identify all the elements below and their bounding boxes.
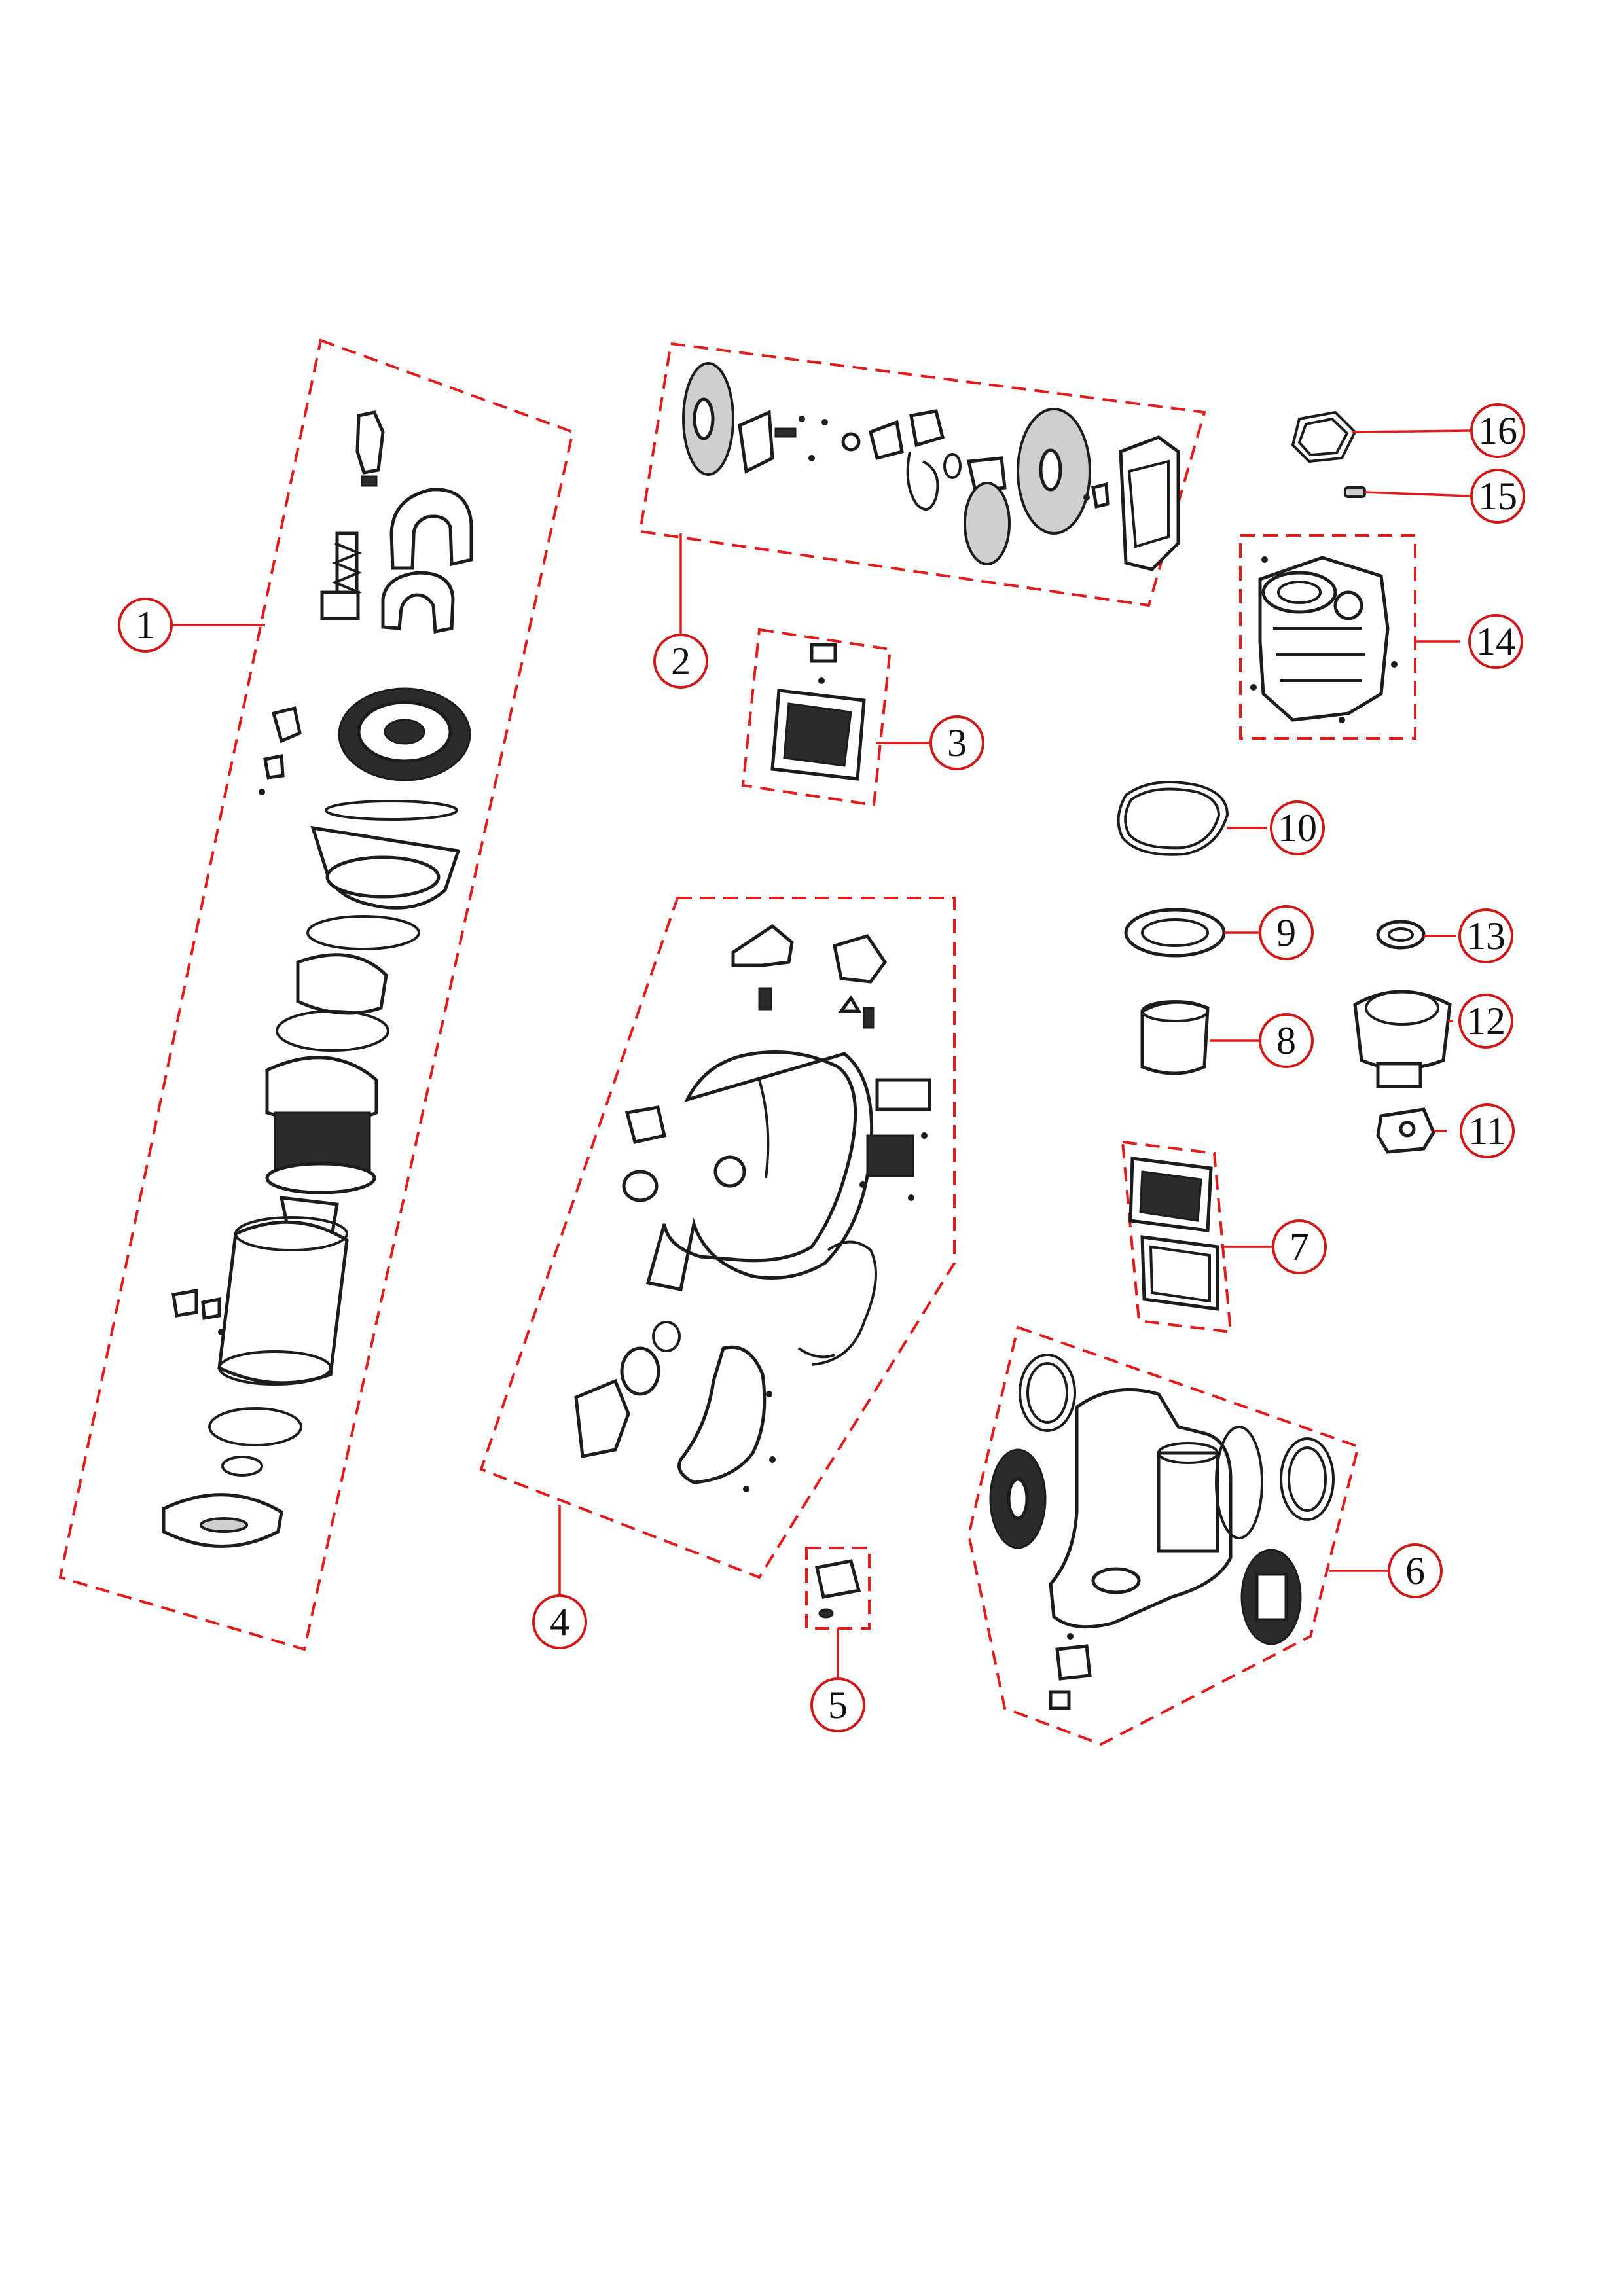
cord-reel-parts xyxy=(682,362,1180,571)
part-reel-spring-plate xyxy=(964,482,1011,565)
part-window-pad xyxy=(875,1078,931,1111)
callout-5: 5 xyxy=(810,1677,865,1732)
part-reel-gear xyxy=(841,432,861,452)
part-swivel-caster xyxy=(1055,1644,1092,1681)
callout-label: 2 xyxy=(671,639,691,683)
part-clip-small xyxy=(271,706,302,744)
callout-label: 15 xyxy=(1478,475,1517,518)
group-outline-3 xyxy=(741,628,892,807)
part-base-fan xyxy=(1091,1567,1141,1594)
callout-10: 10 xyxy=(1270,800,1325,855)
callout-7: 7 xyxy=(1272,1219,1327,1274)
callout-label: 4 xyxy=(550,1600,569,1643)
callout-3: 3 xyxy=(929,715,984,770)
part-wheel-ring xyxy=(620,1346,660,1396)
part-front-pad xyxy=(574,1378,630,1458)
part-switch-cover-left xyxy=(731,924,794,967)
callout-label: 11 xyxy=(1468,1109,1506,1153)
part-cable-loop xyxy=(811,1240,877,1366)
base-parts xyxy=(989,1354,1335,1710)
part-motor-sleeve-8 xyxy=(1140,1000,1210,1075)
callout-label: 14 xyxy=(1476,620,1515,663)
callout-label: 12 xyxy=(1466,999,1506,1043)
part-gasket-ring-mid xyxy=(276,1010,389,1052)
exhaust-filter-parts xyxy=(1128,1157,1219,1311)
group-outline-1 xyxy=(58,338,575,1651)
part-small-ring xyxy=(221,1456,263,1477)
part-reel-box xyxy=(909,409,945,448)
part-dust-bin xyxy=(217,1220,349,1385)
callout-label: 3 xyxy=(947,721,967,764)
callout-label: 7 xyxy=(1290,1225,1309,1268)
callout-8: 8 xyxy=(1259,1013,1314,1068)
callout-label: 8 xyxy=(1276,1019,1296,1062)
callout-label: 13 xyxy=(1466,914,1506,958)
part-top-body-shell xyxy=(645,1050,874,1291)
part-handle-cover-lower xyxy=(381,571,455,634)
part-gasket-ring-upper xyxy=(325,800,458,821)
callout-15: 15 xyxy=(1470,469,1525,524)
group-outline-5 xyxy=(805,1547,871,1630)
callout-13: 13 xyxy=(1458,908,1513,963)
part-side-panel xyxy=(1215,1426,1263,1539)
part-pin-15 xyxy=(1344,486,1366,498)
part-small-pad xyxy=(815,1559,861,1599)
callout-label: 10 xyxy=(1278,806,1317,850)
part-motor-chamber xyxy=(1157,1451,1219,1553)
callout-12: 12 xyxy=(1458,994,1513,1049)
motor-housing-parts xyxy=(1250,556,1398,723)
part-mesh-filter xyxy=(296,953,388,1015)
part-base-chassis xyxy=(1049,1388,1233,1629)
callout-11: 11 xyxy=(1460,1103,1515,1158)
callout-label: 9 xyxy=(1276,911,1296,954)
top-body-parts xyxy=(574,924,931,1492)
callout-label: 16 xyxy=(1478,409,1517,452)
callout-2: 2 xyxy=(653,634,708,689)
grille-parts xyxy=(770,643,866,781)
part-pedal-left xyxy=(624,1105,667,1144)
part-gasket-ring-lower xyxy=(208,1407,302,1446)
part-handle-cover-upper xyxy=(389,488,473,570)
leader-15 xyxy=(1364,491,1470,497)
part-front-bumper xyxy=(677,1345,767,1484)
part-seal-13 xyxy=(1376,920,1426,950)
group-outline-7 xyxy=(1121,1140,1233,1334)
callout-1: 1 xyxy=(118,598,173,653)
group-outline-4 xyxy=(479,897,956,1579)
part-pcb xyxy=(866,1134,914,1177)
part-wheel-ring-right xyxy=(1280,1437,1335,1521)
part-reel-bracket xyxy=(738,410,774,474)
group-outline-14 xyxy=(1239,534,1416,740)
part-ring-9 xyxy=(1124,908,1226,958)
part-gasket-16 xyxy=(1291,410,1357,463)
part-handle-button xyxy=(355,410,385,475)
part-ring-seal xyxy=(622,1170,659,1202)
leader-16 xyxy=(1351,429,1470,433)
callout-16: 16 xyxy=(1470,403,1525,458)
callout-label: 1 xyxy=(135,603,155,647)
group-outline-2 xyxy=(638,342,1206,607)
callout-9: 9 xyxy=(1259,905,1314,960)
callout-label: 5 xyxy=(828,1683,848,1727)
part-gasket-10 xyxy=(1117,781,1229,856)
callout-14: 14 xyxy=(1468,614,1523,669)
callout-4: 4 xyxy=(532,1594,587,1649)
part-switch-cover-right xyxy=(833,934,888,984)
small-pad-parts xyxy=(815,1559,861,1619)
group-outline-6 xyxy=(967,1325,1360,1746)
part-grille-clip xyxy=(810,643,837,663)
part-bin-latch xyxy=(171,1289,198,1318)
callout-6: 6 xyxy=(1388,1543,1443,1598)
part-wheel-ring-left xyxy=(1019,1354,1076,1432)
callout-label: 6 xyxy=(1405,1549,1425,1592)
cyclone-assembly-parts xyxy=(162,410,473,1548)
